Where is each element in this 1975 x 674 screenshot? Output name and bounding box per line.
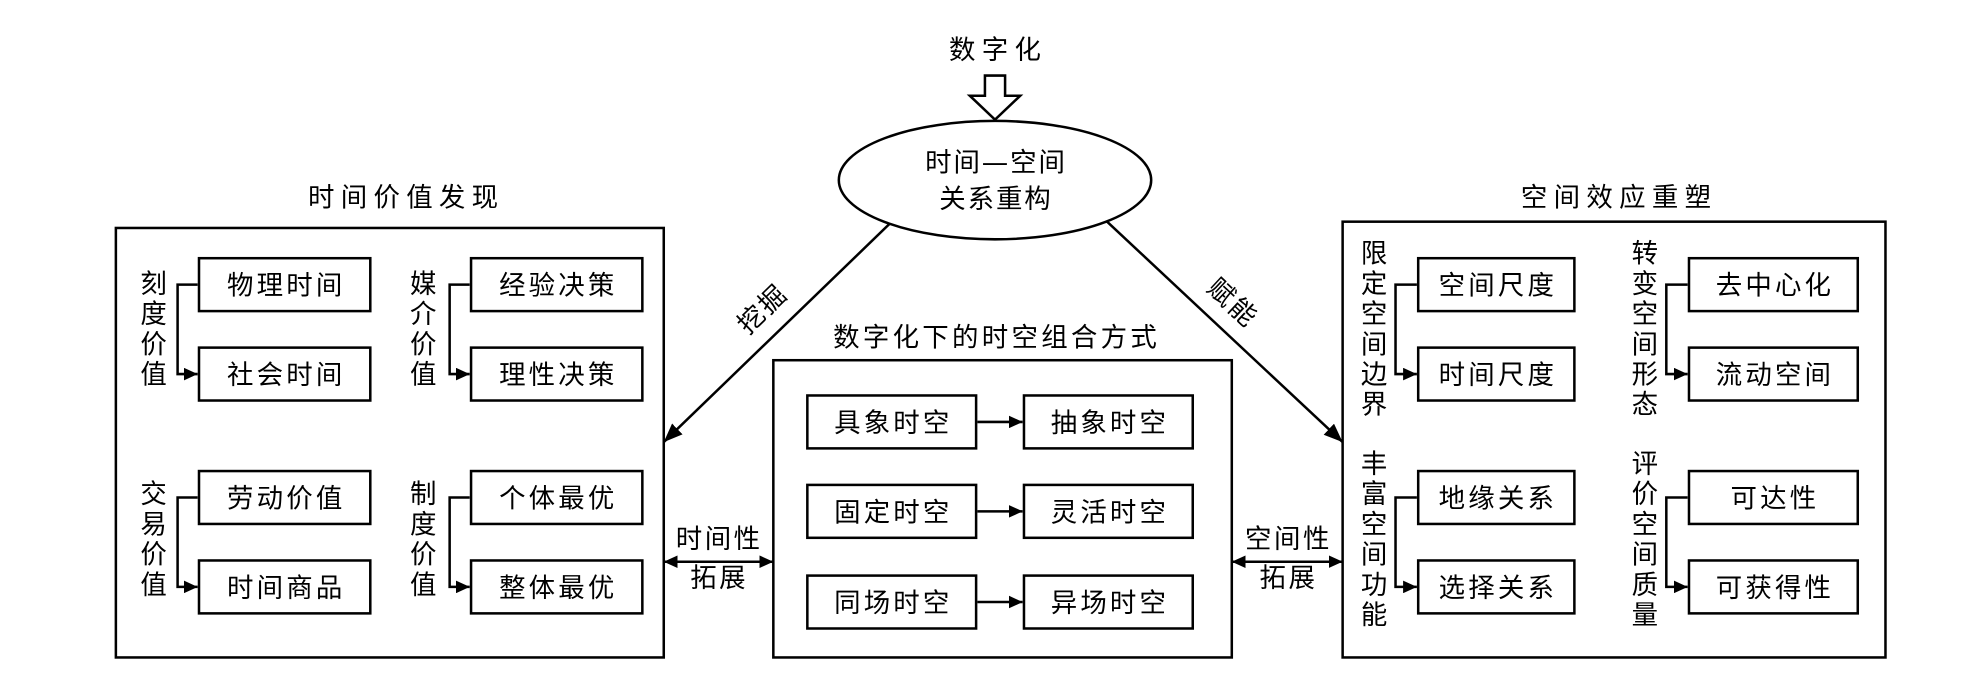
concept-box: 个体最优 (469, 469, 644, 526)
core-line-2: 关系重构 (939, 183, 1053, 215)
concept-box: 社会时间 (197, 346, 372, 402)
concept-box: 选择关系 (1416, 559, 1576, 615)
concept-box: 劳动价值 (197, 469, 372, 526)
bracket-arrow (176, 283, 198, 381)
concept-box: 流动空间 (1687, 346, 1860, 402)
group-label: 交易价值 (137, 479, 168, 601)
center-panel-frame (772, 358, 1234, 659)
group-label: 制度价值 (406, 479, 438, 601)
group-label: 限定空间边界 (1357, 239, 1388, 421)
space-extension-label-2: 拓展 (1259, 562, 1318, 594)
hollow-down-arrow-icon (966, 74, 1024, 122)
spacetime-box: 抽象时空 (1022, 394, 1195, 450)
space-extension-label-1: 空间性 (1245, 523, 1332, 555)
spacetime-box: 异场时空 (1022, 574, 1195, 630)
top-label: 数字化 (949, 35, 1048, 66)
group-label: 媒介价值 (406, 269, 438, 391)
bracket-arrow (176, 496, 198, 594)
mining-arrow (662, 223, 891, 443)
concept-box: 物理时间 (197, 256, 372, 313)
spacetime-box: 固定时空 (806, 483, 978, 540)
spacetime-box: 同场时空 (806, 574, 978, 630)
left-panel-title: 时间价值发现 (307, 182, 505, 213)
bracket-arrow (448, 283, 470, 381)
group-label: 丰富空间功能 (1357, 449, 1388, 632)
center-panel-title: 数字化下的时空组合方式 (833, 322, 1161, 353)
group-label: 评价空间质量 (1628, 449, 1659, 632)
empowerment-arrow (1106, 220, 1344, 444)
concept-box: 可获得性 (1687, 559, 1860, 615)
right-panel-frame (1341, 220, 1887, 659)
time-extension-label-1: 时间性 (675, 523, 763, 555)
group-label: 转变空间形态 (1628, 239, 1659, 421)
time-extension-label-2: 拓展 (690, 562, 749, 594)
bracket-arrow (448, 496, 470, 594)
concept-box: 去中心化 (1687, 256, 1860, 313)
concept-box: 可达性 (1687, 469, 1860, 526)
bracket-arrow (1665, 496, 1688, 594)
bracket-arrow (1394, 283, 1417, 381)
left-panel-frame (114, 226, 666, 659)
right-panel-title: 空间效应重塑 (1520, 182, 1718, 213)
concept-box: 经验决策 (469, 256, 644, 313)
spacetime-box: 具象时空 (806, 394, 978, 450)
group-label: 刻度价值 (137, 269, 168, 391)
concept-box: 空间尺度 (1416, 256, 1576, 313)
concept-box: 整体最优 (469, 559, 644, 615)
bracket-arrow (1665, 283, 1688, 381)
core-line-1: 时间—空间 (925, 147, 1067, 178)
core-ellipse (837, 119, 1153, 241)
bracket-arrow (1394, 496, 1417, 594)
concept-box: 时间尺度 (1416, 346, 1576, 402)
concept-box: 地缘关系 (1416, 469, 1576, 526)
concept-box: 时间商品 (197, 559, 372, 615)
concept-box: 理性决策 (469, 346, 644, 402)
spacetime-box: 灵活时空 (1022, 483, 1195, 540)
